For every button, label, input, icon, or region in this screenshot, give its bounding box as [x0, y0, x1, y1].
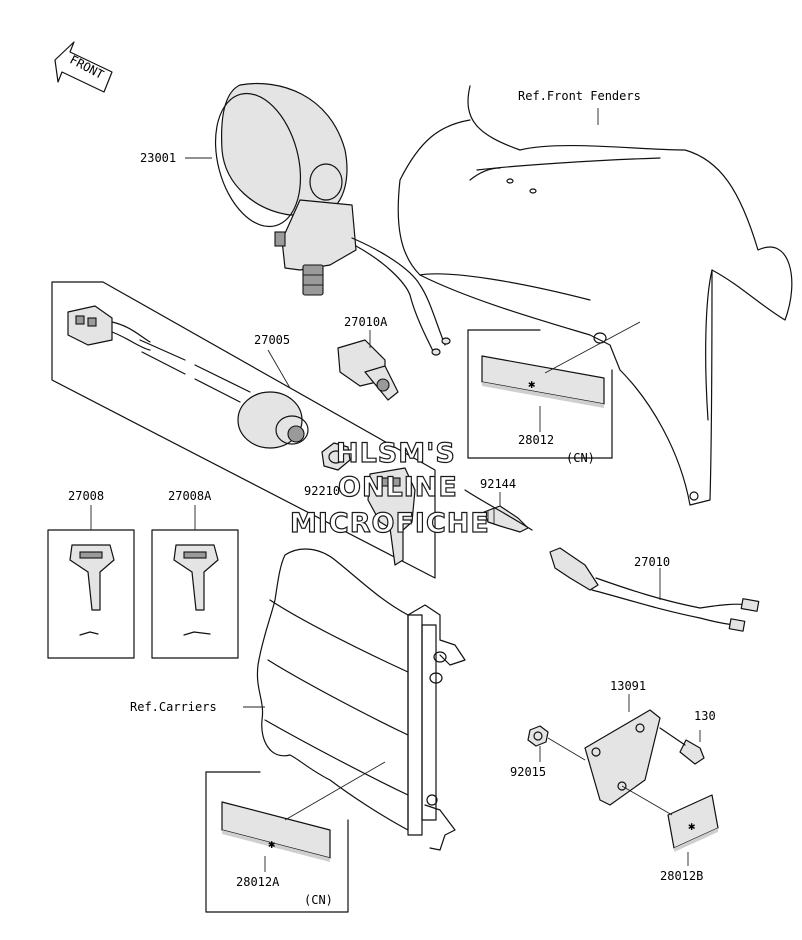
part-27008-label: 27008 [68, 489, 104, 503]
ref-carriers-label: Ref.Carriers [130, 700, 217, 714]
cn-bottom-label: (CN) [304, 893, 333, 907]
part-23001-label: 23001 [140, 151, 176, 165]
watermark-line-2: ONLINE [338, 472, 458, 503]
part-28012a-label: 28012A [236, 875, 280, 889]
ignition-switch [67, 305, 309, 449]
reflector-28012b: ✱ [621, 785, 719, 866]
reflector-28012a-box: ✱ [205, 761, 386, 913]
switch-27010a [337, 339, 399, 401]
front-fender [397, 85, 793, 506]
reflector-logo-icon: ✱ [268, 837, 275, 851]
part-92210-label: 92210 [304, 484, 340, 498]
watermark-line-1: HLSM'S [336, 438, 456, 469]
key-27008-box [47, 529, 135, 659]
sensor-27010 [549, 547, 760, 632]
reflector-logo-icon: ✱ [528, 377, 535, 391]
cn-top-label: (CN) [566, 451, 595, 465]
key-in-box [367, 467, 416, 566]
carrier [256, 548, 466, 851]
bracket-13091 [584, 709, 661, 806]
ignition-switch-box [51, 281, 436, 579]
part-13091-label: 13091 [610, 679, 646, 693]
part-130-label: 130 [694, 709, 716, 723]
reflector-logo-icon: ✱ [688, 819, 695, 833]
part-27008a-label: 27008A [168, 489, 212, 503]
part-27005-label: 27005 [254, 333, 290, 347]
part-28012b-label: 28012B [660, 869, 703, 883]
key-27008a-box [151, 529, 239, 659]
part-27010a-label: 27010A [344, 315, 388, 329]
part-28012-label: 28012 [518, 433, 554, 447]
headlight [214, 82, 451, 356]
part-27010-label: 27010 [634, 555, 670, 569]
watermark-line-3: MICROFICHE [290, 508, 490, 539]
nut-92210 [321, 442, 351, 471]
reflector-28012-box: ✱ [467, 321, 641, 459]
nut-92015 [527, 725, 586, 762]
part-92144-label: 92144 [480, 477, 516, 491]
bolt-130 [659, 727, 705, 765]
watermark: HLSM'S ONLINE MICROFICHE [289, 437, 490, 539]
ref-front-fenders-label: Ref.Front Fenders [518, 89, 641, 103]
part-92015-label: 92015 [510, 765, 546, 779]
front-arrow-icon: FRONT [54, 41, 113, 93]
bulb-92144 [464, 489, 533, 533]
